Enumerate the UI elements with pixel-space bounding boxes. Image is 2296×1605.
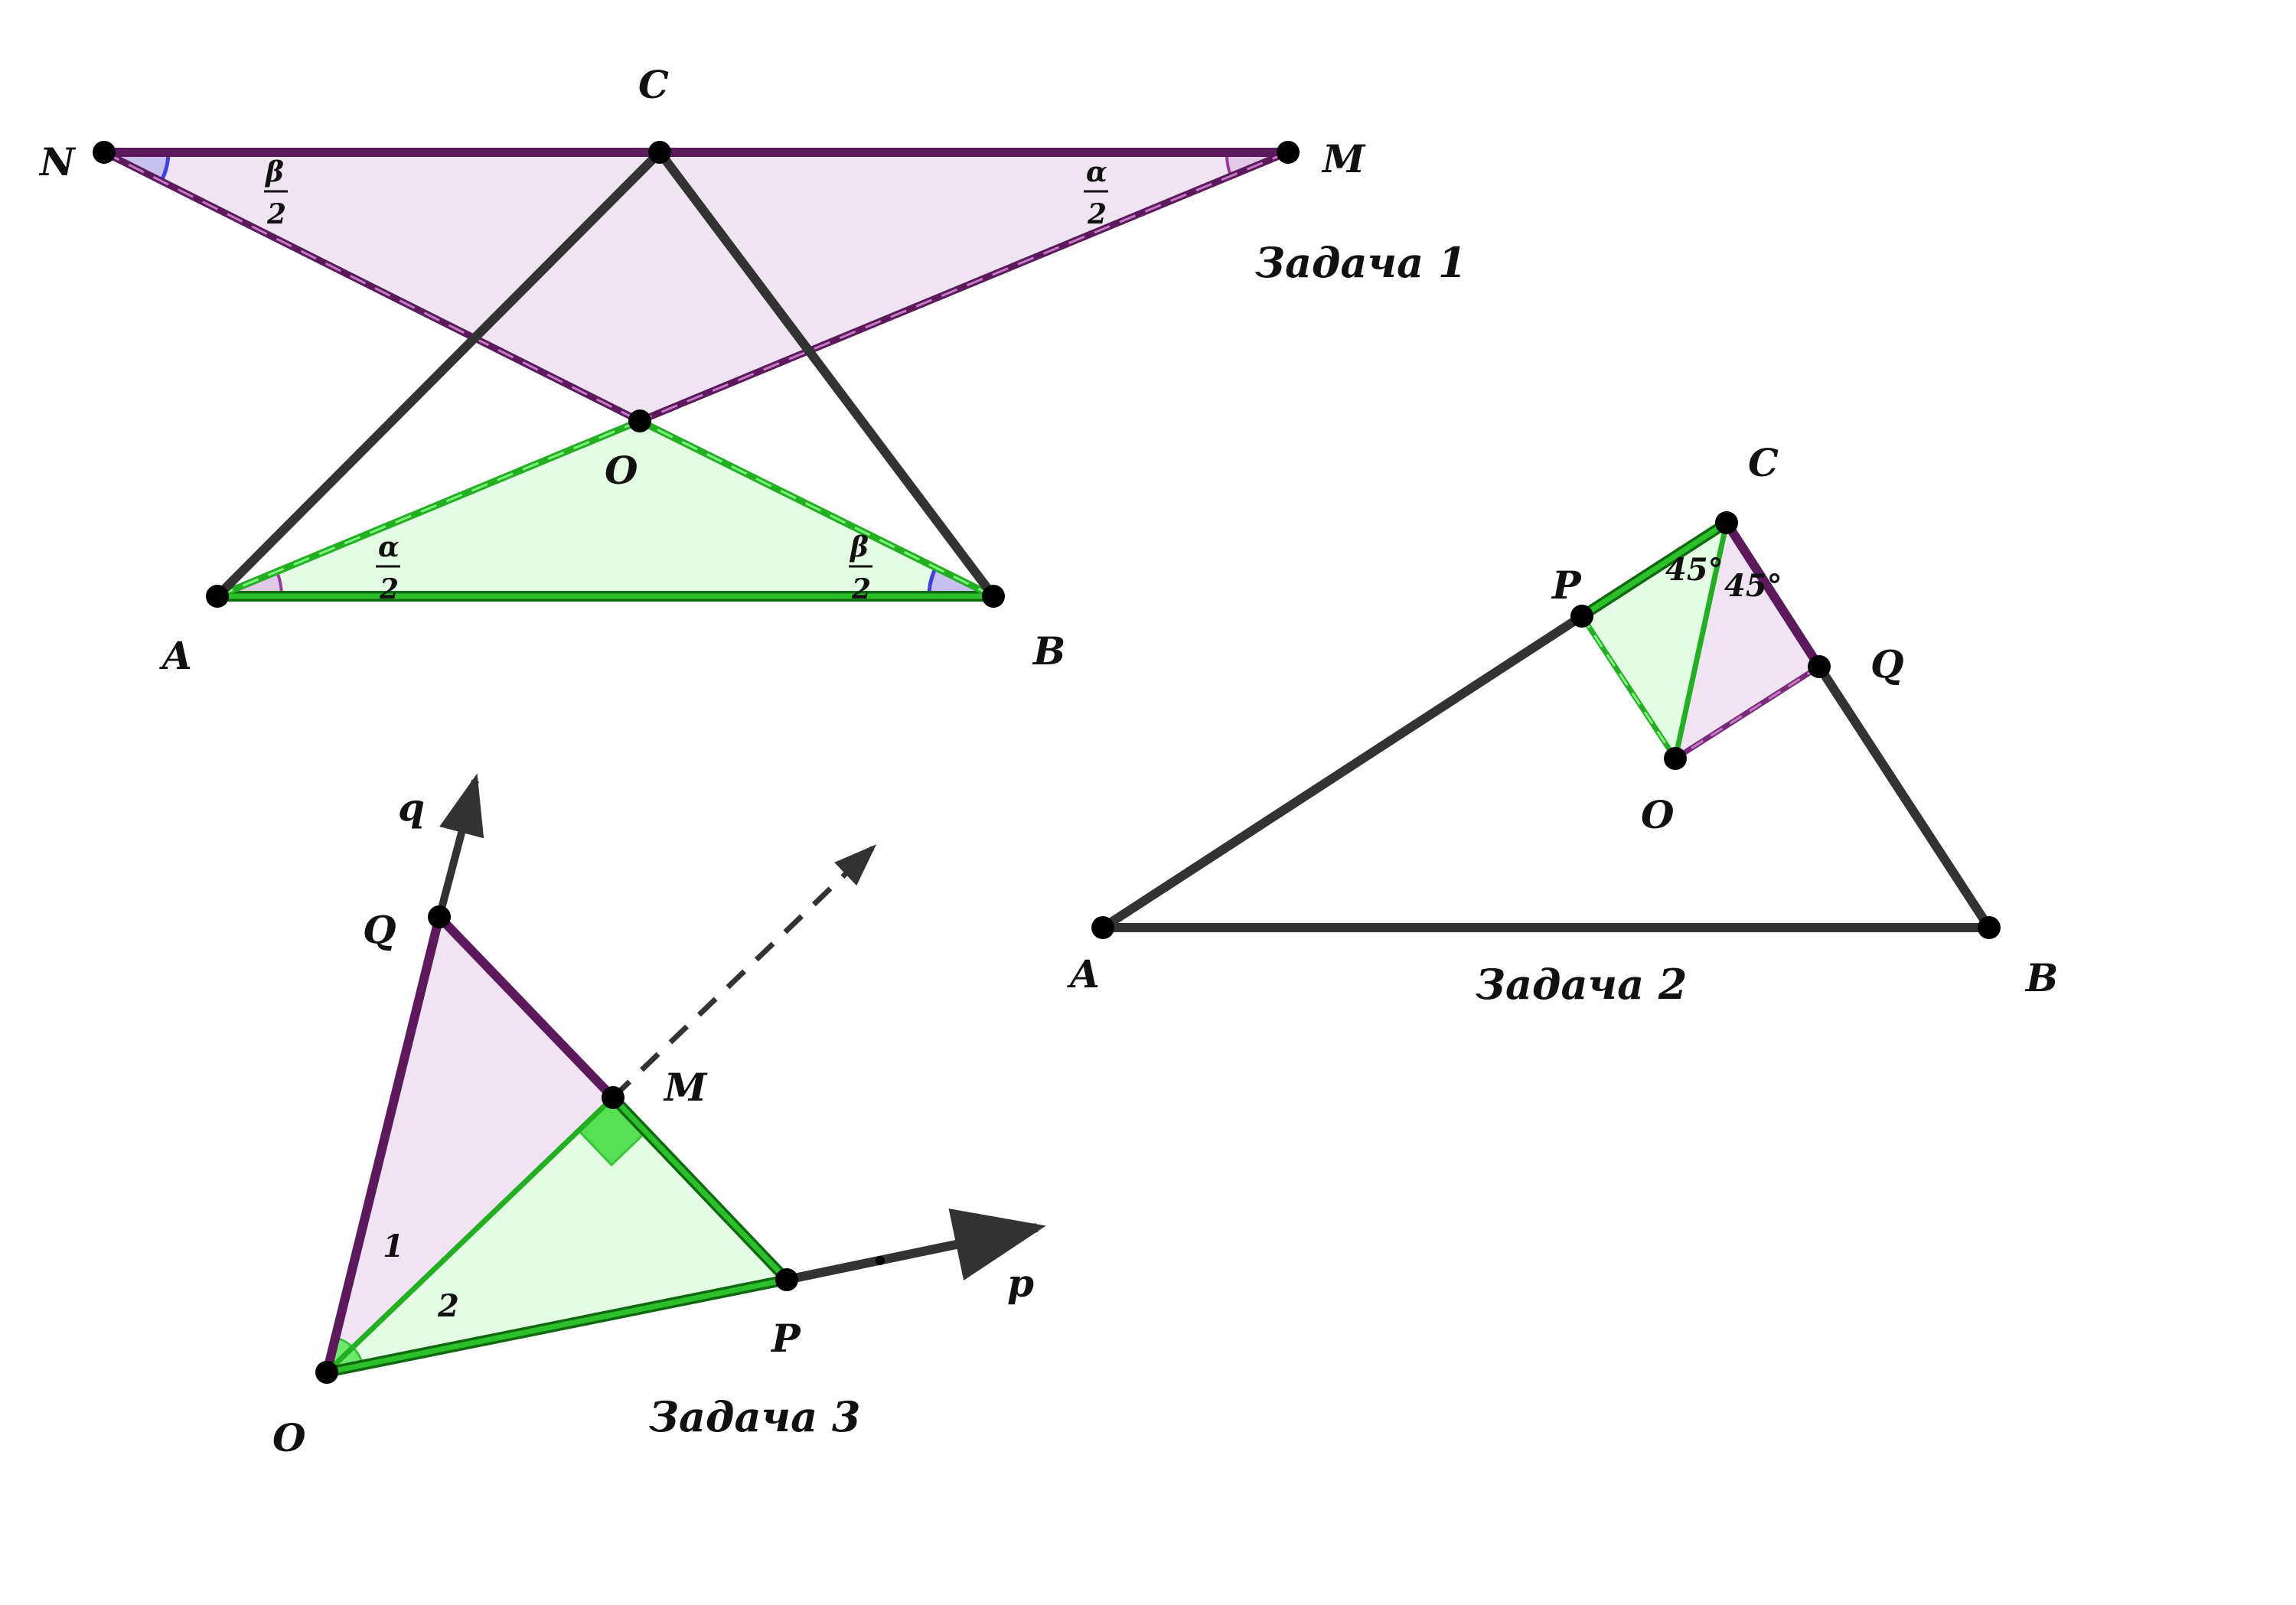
- segment-qm: [435, 913, 617, 1101]
- label-o2: O: [1641, 792, 1675, 837]
- segment-qo-dash: [1675, 665, 1820, 760]
- point-c2: [1715, 511, 1738, 534]
- angle-n-label: β 2: [264, 156, 288, 230]
- segment-no-dash: [103, 151, 641, 422]
- point-q2: [1808, 655, 1831, 678]
- segment-om: [325, 1095, 615, 1375]
- label-m3: M: [663, 1065, 708, 1110]
- segment-ap2: [1100, 612, 1585, 932]
- ray-p: [785, 1208, 1046, 1284]
- angle-1-label: 1: [383, 1228, 404, 1264]
- problem-3: q Q M P p O 1 2 Задача 3: [272, 773, 1046, 1460]
- point-c: [648, 141, 671, 164]
- segment-bq2: [1815, 664, 1994, 931]
- point-p3: [775, 1268, 798, 1291]
- point-a: [206, 585, 229, 608]
- quad-pco-fill: [1582, 523, 1727, 758]
- angle-a-num: α: [378, 531, 400, 563]
- angle-2-label: 2: [437, 1288, 459, 1324]
- point-o: [628, 409, 651, 432]
- point-b: [982, 585, 1005, 608]
- segment-mp-inner: [611, 1095, 789, 1282]
- angle-n-den: 2: [266, 198, 286, 230]
- angle-b-den: 2: [851, 573, 871, 605]
- label-b: B: [1032, 628, 1065, 674]
- angle-m-den: 2: [1087, 198, 1107, 230]
- segment-po-dash: [1580, 615, 1677, 759]
- segment-bc: [656, 149, 997, 599]
- label-q2: Q: [1870, 641, 1904, 687]
- label-p2: P: [1551, 563, 1582, 608]
- segment-ao-dash: [217, 419, 641, 598]
- label-n: N: [38, 139, 77, 184]
- angle-n-num: β: [264, 156, 284, 188]
- label-m: M: [1321, 136, 1366, 181]
- point-o2: [1664, 747, 1687, 770]
- triangle-abo-fill: [217, 421, 993, 596]
- label-p-ray: p: [1007, 1261, 1034, 1306]
- label-c: C: [638, 62, 669, 107]
- angle-m-num: α: [1086, 156, 1107, 188]
- angle-a-label: α 2: [376, 531, 400, 605]
- label-b2: B: [2024, 955, 2058, 1000]
- label-o: O: [605, 448, 638, 493]
- point-m3: [602, 1086, 625, 1109]
- angle-45-right: 45°: [1724, 568, 1782, 604]
- segment-cq: [1722, 520, 1824, 670]
- angle-m-label: α 2: [1084, 156, 1108, 230]
- triangle-oqm-fill: [327, 917, 613, 1372]
- problem-3-title: Задача 3: [649, 1392, 860, 1441]
- segment-bo-dash: [639, 419, 994, 598]
- label-c2: C: [1748, 440, 1779, 485]
- segment-mo-dash: [639, 151, 1289, 422]
- label-q3: Q: [363, 907, 396, 952]
- segment-pc-inner: [1580, 520, 1728, 618]
- point-b2: [1978, 916, 2001, 939]
- bisector-dashed: [611, 844, 877, 1100]
- segment-ac: [214, 148, 664, 600]
- label-p3: P: [770, 1316, 801, 1361]
- triangle-nmo-fill: [104, 152, 1288, 421]
- label-a: A: [159, 633, 192, 678]
- label-q-ray: q: [398, 785, 425, 830]
- point-p2: [1570, 605, 1593, 628]
- segment-co: [1672, 522, 1730, 759]
- segment-op-inner: [326, 1277, 788, 1375]
- angle-45-left: 45°: [1665, 552, 1724, 588]
- angle-b-label: β 2: [849, 531, 872, 605]
- label-a2: A: [1067, 951, 1100, 997]
- point-m: [1277, 141, 1300, 164]
- problem-1-title: Задача 1: [1255, 238, 1466, 287]
- segment-oq: [322, 915, 444, 1374]
- label-o3: O: [272, 1415, 306, 1460]
- point-a2: [1091, 916, 1114, 939]
- point-q3: [428, 905, 451, 928]
- problem-2-title: Задача 2: [1476, 960, 1687, 1009]
- quad-cqo-fill: [1675, 523, 1819, 758]
- point-o3: [315, 1361, 338, 1384]
- ray-p-tick: [876, 1256, 885, 1265]
- point-n: [93, 141, 116, 164]
- angle-a-den: 2: [379, 573, 399, 605]
- angle-b-num: β: [849, 531, 869, 563]
- ray-q: [435, 773, 484, 918]
- problem-1: N C M O A B β 2 α 2 α 2 β 2 Задача 1: [38, 62, 1466, 678]
- problem-2: C P Q O A B 45° 45° Задача 2: [1067, 440, 2058, 1009]
